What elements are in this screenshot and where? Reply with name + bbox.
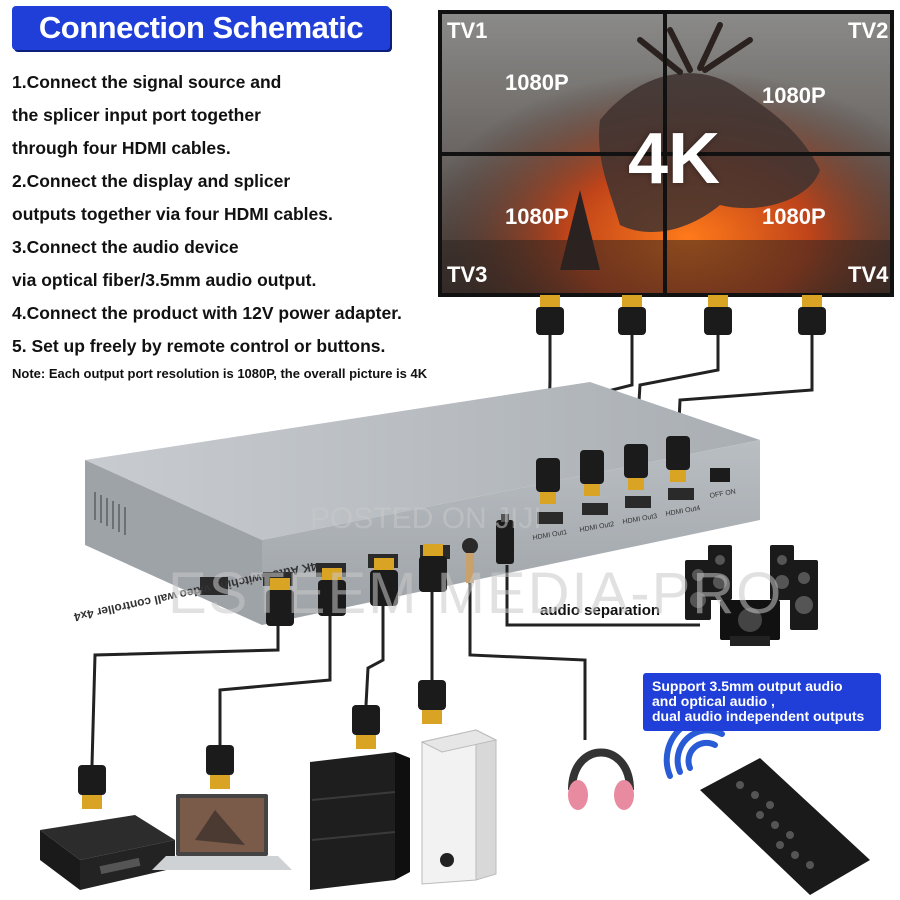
resolution-label-3: 1080P — [505, 204, 569, 229]
desktop-pc-icon — [420, 729, 498, 885]
instruction-line: 2.Connect the display and splicer — [12, 171, 291, 191]
instruction-line: 1.Connect the signal source and — [12, 72, 282, 92]
resolution-label-4: 1080P — [762, 204, 826, 229]
instruction-line: outputs together via four HDMI cables. — [12, 204, 333, 224]
device-top — [85, 382, 760, 540]
instruction-line: 3.Connect the audio device — [12, 237, 239, 257]
input-cables — [90, 555, 700, 766]
source-side-plugs — [78, 680, 446, 809]
laptop-icon — [152, 794, 292, 870]
instruction-line: via optical fiber/3.5mm audio output. — [12, 270, 317, 290]
tv-label-4: TV4 — [848, 262, 889, 287]
speaker-system-icon — [685, 545, 818, 646]
title-banner: Connection Schematic — [12, 6, 390, 50]
audio-separation-label: audio separation — [540, 602, 661, 619]
instruction-line: through four HDMI cables. — [12, 138, 231, 158]
power-switch — [710, 468, 730, 482]
instruction-line: 4.Connect the product with 12V power ada… — [12, 303, 402, 323]
instruction-line: 5. Set up freely by remote control or bu… — [12, 336, 386, 356]
callout-line: and optical audio , — [652, 693, 775, 709]
instruction-line: the splicer input port together — [12, 105, 261, 125]
audio-support-callout: Support 3.5mm output audio and optical a… — [643, 673, 881, 731]
device-output-plugs — [496, 436, 690, 564]
tv-label-1: TV1 — [447, 18, 488, 43]
device-input-plugs — [266, 544, 474, 626]
watermark-posted: POSTED ON JIJI — [310, 502, 542, 535]
power-switch-label: OFF ON — [709, 488, 736, 499]
tv-label-2: TV2 — [848, 18, 889, 43]
remote-control-icon — [700, 758, 870, 895]
overall-resolution-label: 4K — [628, 119, 721, 199]
tv-side-plugs — [536, 295, 826, 335]
headphones-icon — [568, 748, 634, 810]
resolution-label-1: 1080P — [505, 70, 569, 95]
page-title: Connection Schematic — [38, 10, 364, 45]
callout-line: dual audio independent outputs — [652, 708, 865, 724]
dc-power-port — [200, 577, 228, 595]
resolution-note: Note: Each output port resolution is 108… — [12, 366, 428, 381]
tv-label-3: TV3 — [447, 262, 488, 287]
resolution-label-2: 1080P — [762, 83, 826, 108]
game-console-icon — [310, 752, 410, 890]
instruction-list: 1.Connect the signal source and the spli… — [12, 66, 432, 363]
tv-wall — [438, 10, 894, 297]
watermark-brand: ESTEEM MEDIA-PRO — [168, 561, 784, 626]
callout-line: Support 3.5mm output audio — [652, 678, 843, 694]
antlers — [637, 22, 753, 75]
set-top-box-icon — [40, 815, 175, 890]
bezel-vertical — [663, 12, 667, 295]
audio-jack — [462, 538, 478, 554]
